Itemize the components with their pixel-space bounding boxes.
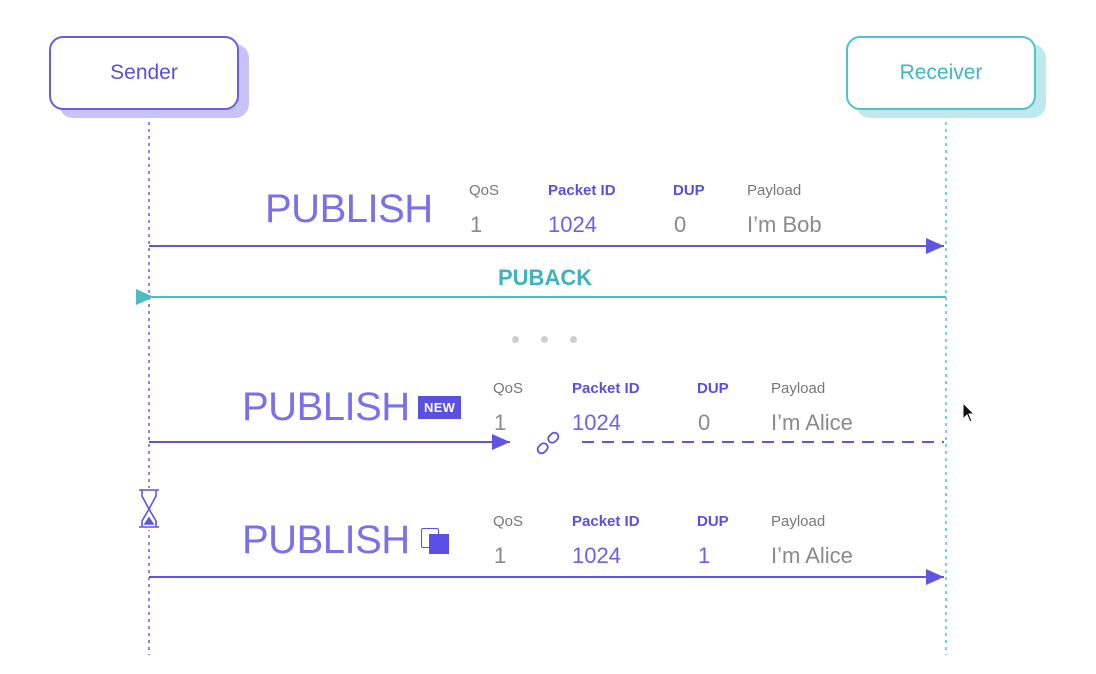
sender-actor: Sender <box>49 36 249 118</box>
dup-label-1: DUP <box>673 182 705 199</box>
mouse-cursor-icon <box>962 401 976 423</box>
payload-label-1: Payload <box>747 182 802 199</box>
broken-link-icon <box>536 431 560 455</box>
publish-title-1: PUBLISH <box>265 187 433 231</box>
continuation-dots <box>512 330 599 348</box>
packet-id-label-3: Packet ID <box>572 513 640 530</box>
qos-value-2: 1 <box>494 410 507 435</box>
packet-id-value-3: 1024 <box>572 543 621 568</box>
new-badge: NEW <box>418 396 462 419</box>
dup-value-1: 0 <box>674 212 687 237</box>
qos-value-3: 1 <box>494 543 507 568</box>
puback-label: PUBACK <box>498 265 593 290</box>
receiver-actor: Receiver <box>846 36 1046 118</box>
qos-label-1: QoS <box>469 182 500 199</box>
packet-id-value-2: 1024 <box>572 410 621 435</box>
publish-title-3: PUBLISH <box>242 518 410 562</box>
payload-value-1: I’m Bob <box>747 212 822 237</box>
packet-id-label-2: Packet ID <box>572 380 640 397</box>
payload-label-3: Payload <box>771 513 826 530</box>
payload-value-2: I’m Alice <box>771 410 853 435</box>
dup-value-3: 1 <box>698 543 711 568</box>
hourglass-icon <box>138 488 160 530</box>
qos-label-3: QoS <box>493 513 524 530</box>
duplicate-icon <box>421 528 451 554</box>
qos-label-2: QoS <box>493 380 524 397</box>
payload-value-3: I’m Alice <box>771 543 853 568</box>
sender-label: Sender <box>49 36 239 110</box>
dup-label-2: DUP <box>697 380 729 397</box>
dup-label-3: DUP <box>697 513 729 530</box>
qos-value-1: 1 <box>470 212 483 237</box>
packet-id-value-1: 1024 <box>548 212 597 237</box>
dup-value-2: 0 <box>698 410 711 435</box>
packet-id-label-1: Packet ID <box>548 182 616 199</box>
receiver-label: Receiver <box>846 36 1036 110</box>
publish-title-2: PUBLISH <box>242 385 410 429</box>
payload-label-2: Payload <box>771 380 826 397</box>
